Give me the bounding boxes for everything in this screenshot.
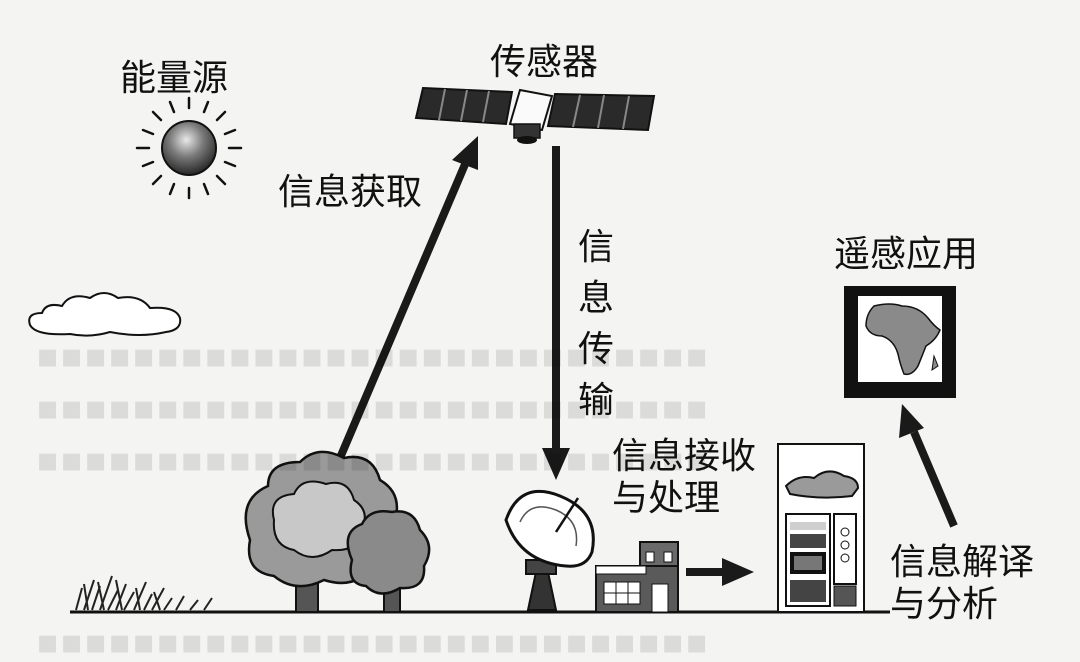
satellite-body [508, 88, 554, 132]
bleed-through-text: ▪▪▪▪▪▪▪▪▪▪▪▪▪▪▪▪▪▪▪▪▪▪▪▪▪▪▪▪ [36, 388, 710, 428]
arrow-to-workstation [686, 558, 754, 586]
ground-station-building-icon [595, 541, 679, 613]
label-sensor: 传感器 [490, 42, 599, 83]
label-rs-application: 遥感应用 [834, 234, 979, 275]
arrow-to-application [899, 404, 958, 528]
label-info-interpret-line1: 信息解译 [890, 542, 1035, 583]
solar-panel-left [414, 86, 514, 126]
sun-icon [135, 96, 243, 200]
label-info-receive-line2: 与处理 [612, 478, 721, 519]
solar-panel-right [546, 92, 656, 132]
label-info-acquisition: 信息获取 [278, 172, 423, 213]
arrow-info-transmission [542, 146, 570, 480]
satellite-icon [414, 86, 656, 144]
trees-icon [244, 450, 431, 613]
label-energy-source: 能量源 [120, 58, 229, 99]
cloud-icon [28, 292, 182, 337]
bleed-through-text: ▪▪▪▪▪▪▪▪▪▪▪▪▪▪▪▪▪▪▪▪▪▪▪▪▪▪▪▪ [36, 440, 710, 480]
label-info-receive-line1: 信息接收 [612, 436, 757, 477]
africa-map-display-icon [844, 286, 956, 398]
bleed-through-text: ▪▪▪▪▪▪▪▪▪▪▪▪▪▪▪▪▪▪▪▪▪▪▪▪▪▪▪▪ [36, 336, 710, 376]
label-info-transmission: 信息传输 [577, 227, 614, 422]
grass-icon [75, 575, 213, 611]
label-info-interpret-line2: 与分析 [890, 584, 999, 625]
bleed-through-text: ▪▪▪▪▪▪▪▪▪▪▪▪▪▪▪▪▪▪▪▪▪▪▪▪▪▪▪▪ [36, 622, 710, 662]
satellite-dish-icon [504, 490, 595, 611]
arrow-info-acquisition [330, 136, 478, 474]
computer-workstation-icon [777, 443, 865, 613]
africa-map [865, 303, 941, 376]
